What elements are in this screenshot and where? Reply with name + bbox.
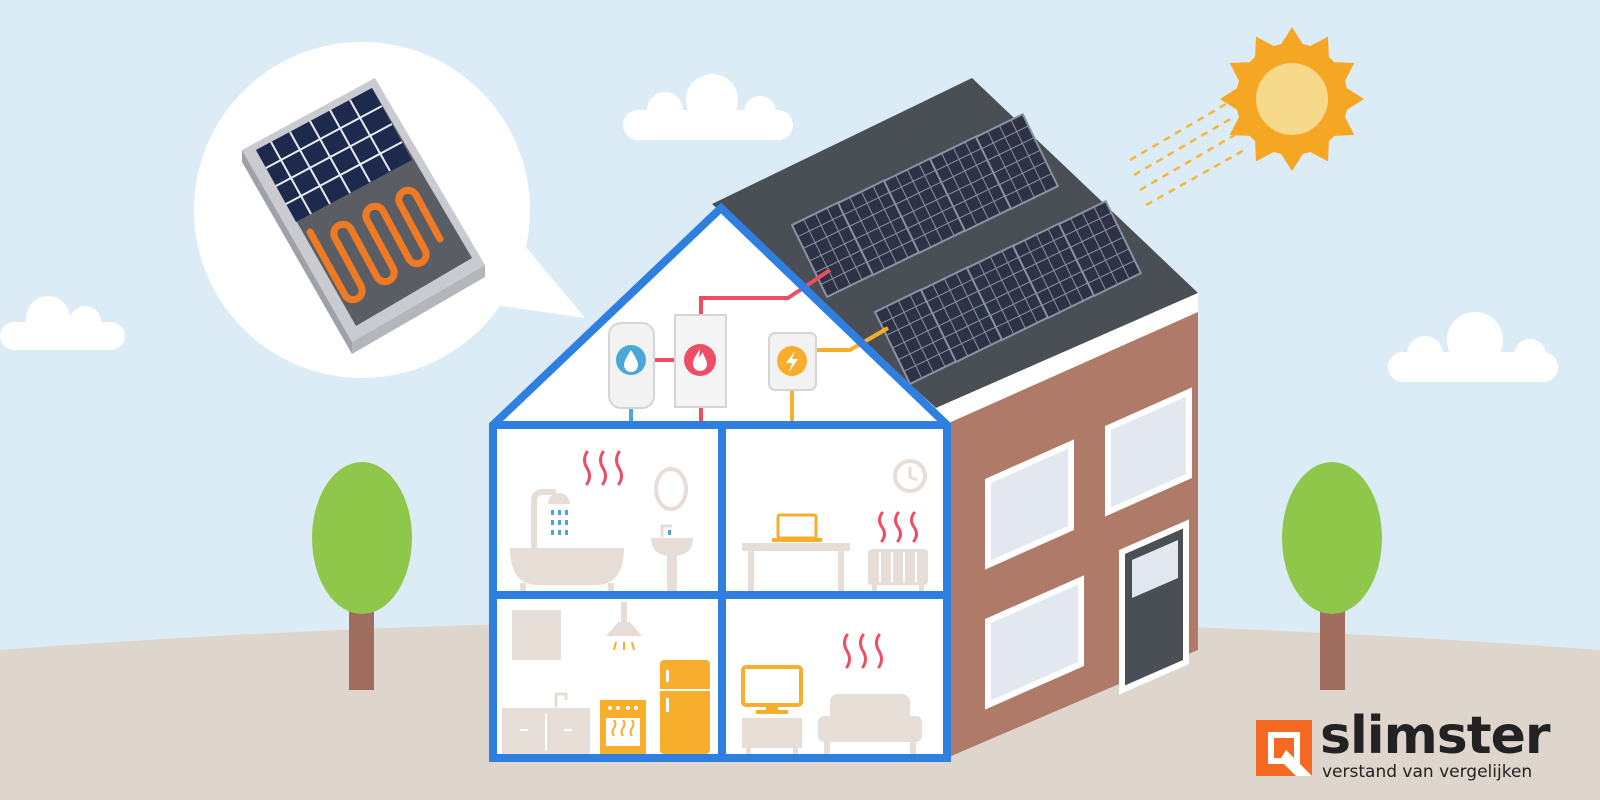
heat-waves-icon	[878, 511, 918, 543]
kitchen-counter-icon	[502, 692, 590, 754]
cloud-right	[1388, 312, 1558, 382]
wall-windows	[985, 387, 1192, 710]
solar-panel	[1057, 199, 1143, 298]
room-kitchen	[502, 602, 710, 754]
lightning-icon	[786, 351, 798, 372]
roof-edge	[936, 293, 1198, 426]
solar-panel-array	[790, 112, 1143, 386]
sun-rays	[1129, 102, 1249, 207]
cloud-top	[623, 74, 793, 140]
window	[985, 575, 1084, 710]
slimster-logo-icon	[1256, 720, 1312, 776]
central-heater	[674, 314, 727, 408]
shower-water-icon	[551, 510, 568, 535]
room-living	[741, 633, 922, 754]
brand-name: slimster	[1320, 706, 1551, 766]
sofa-icon	[818, 694, 922, 754]
sink-icon	[651, 524, 693, 591]
water-drop-icon	[624, 350, 638, 372]
house-frame	[489, 202, 951, 762]
tv-icon	[741, 665, 803, 714]
tv-stand-icon	[742, 718, 802, 754]
roof	[712, 78, 1198, 408]
solar-thermal-panel-icon	[242, 78, 485, 354]
flame-icon	[693, 349, 707, 371]
front-door	[1119, 519, 1189, 695]
sun-icon	[1220, 27, 1364, 171]
heat-waves-icon	[843, 633, 883, 669]
cabinet-icon	[512, 610, 561, 660]
solar-panel	[928, 134, 1014, 233]
room-office	[742, 459, 928, 591]
tree-left	[312, 462, 412, 690]
radiator-icon	[868, 549, 928, 591]
clock-icon	[893, 459, 927, 493]
water-boiler	[608, 322, 655, 409]
solar-inverter	[768, 332, 817, 391]
fridge-icon	[660, 660, 710, 754]
solar-thermal-callout	[194, 42, 585, 378]
room-bathroom	[510, 450, 693, 591]
bathtub-icon	[510, 489, 624, 591]
heat-waves-icon	[583, 450, 623, 486]
oven-icon	[600, 700, 646, 754]
laptop-icon	[772, 513, 822, 542]
tree-right	[1282, 462, 1382, 690]
solar-panel	[974, 112, 1060, 211]
cloud-left	[0, 296, 125, 350]
window	[1105, 387, 1192, 517]
desk-icon	[742, 543, 850, 591]
range-hood-icon	[606, 602, 642, 651]
window	[985, 439, 1074, 570]
mirror-icon	[654, 467, 688, 511]
brand-logo[interactable]: slimster verstand van vergelijken	[1256, 706, 1556, 790]
brand-tagline: verstand van vergelijken	[1322, 762, 1533, 782]
solar-panel	[873, 287, 959, 386]
